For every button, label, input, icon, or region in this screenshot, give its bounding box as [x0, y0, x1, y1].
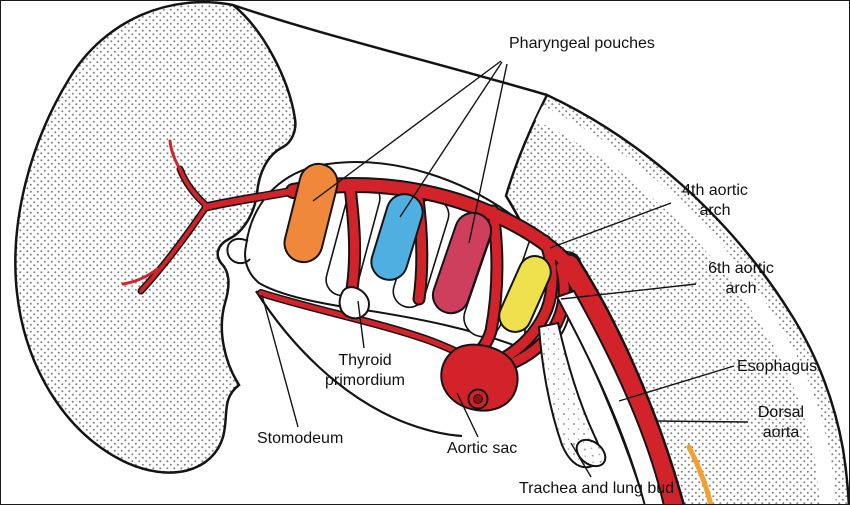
label-4th-aortic-arch: 4th aortic arch: [682, 182, 748, 219]
mouth-hook: [226, 237, 251, 265]
pharyngeal-pouch-2: [370, 193, 424, 281]
esophagus-tube: [555, 289, 665, 504]
head-artery-twig-1: [168, 139, 183, 173]
pharyngeal-pouch-1: [283, 162, 339, 264]
head-artery-down: [139, 205, 208, 293]
leader-aortic-sac: [456, 392, 479, 438]
leader-stomodeum: [261, 294, 299, 428]
label-6th-aortic-arch: 6th aortic arch: [708, 260, 774, 297]
leader-pouch-3: [468, 63, 508, 244]
heart-bulge-contour: [255, 290, 463, 438]
leader-pouch-1: [312, 60, 502, 202]
label-dorsal-aorta: Dorsal aorta: [757, 404, 805, 441]
leader-thyroid: [357, 300, 365, 349]
body-band: [504, 93, 849, 504]
head-artery: [203, 188, 296, 210]
leader-6th-arch: [560, 283, 697, 300]
leader-dorsal-aorta: [655, 420, 749, 423]
pharyngeal-pouch-4: [498, 255, 552, 333]
lung-bud: [575, 438, 607, 468]
leader-esophagus: [618, 365, 735, 402]
cut-vessel-lumen: [473, 394, 483, 404]
aortic-arch-1: [345, 182, 360, 294]
label-pharyngeal-pouches: Pharyngeal pouches: [509, 35, 655, 52]
leader-pouch-2: [399, 61, 503, 218]
label-esophagus: Esophagus: [737, 358, 818, 375]
leader-lines: [261, 60, 749, 478]
aortic-arch-4: [502, 236, 557, 361]
body-band-white-rim: [535, 105, 836, 504]
head-artery-twig-2: [121, 267, 159, 286]
thyroid-primordium-bulb: [338, 286, 371, 320]
trachea-tube: [537, 321, 601, 469]
leader-4th-arch: [549, 202, 672, 249]
label-thyroid-primordium: Thyroid primordium: [324, 352, 405, 389]
leader-trachea: [570, 442, 592, 478]
label-stomodeum: Stomodeum: [257, 430, 344, 447]
head-silhouette: [14, 1, 297, 474]
dorsal-aorta-lower: [559, 255, 683, 504]
label-aortic-sac: Aortic sac: [447, 440, 518, 457]
pharyngeal-pouch-3: [431, 211, 493, 315]
label-trachea-and-lung-bud: Trachea and lung bud: [519, 480, 675, 497]
dorsal-contour: [232, 3, 548, 97]
aortic-sac: [440, 343, 519, 412]
accent-vessel: [686, 444, 714, 504]
